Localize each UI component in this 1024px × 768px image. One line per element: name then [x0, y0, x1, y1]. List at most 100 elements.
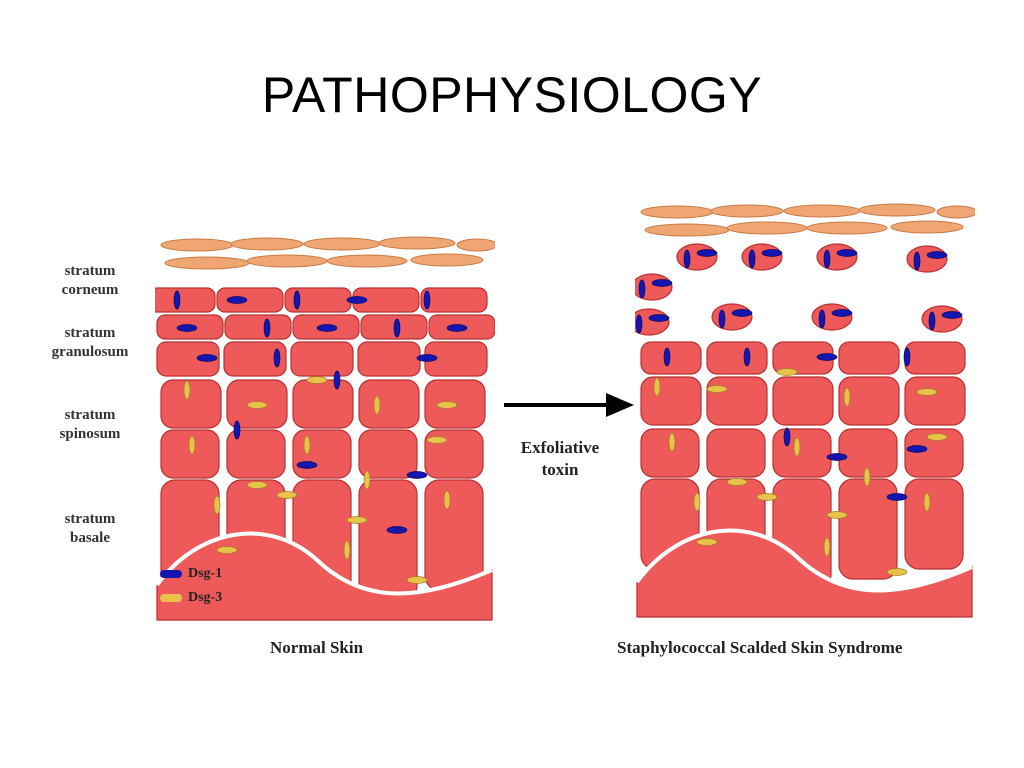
dsg1-junction	[941, 311, 963, 319]
keratinocyte-cell	[904, 341, 966, 375]
dsg3-junction	[443, 490, 451, 510]
keratinocyte-cell	[156, 341, 220, 377]
dsg1-junction	[696, 249, 718, 257]
dsg1-junction	[273, 348, 281, 368]
caption-ssss: Staphylococcal Scalded Skin Syndrome	[617, 638, 903, 657]
dsg1-junction	[386, 526, 408, 534]
legend-dsg1-label: Dsg-1	[188, 566, 223, 581]
dsg3-junction	[926, 433, 948, 441]
detached-cell-cluster	[741, 243, 783, 271]
detached-cell-cluster	[921, 305, 963, 333]
keratinocyte-cell	[424, 479, 484, 591]
detached-cell-cluster	[816, 243, 858, 271]
dsg1-junction	[393, 318, 401, 338]
dsg3-junction	[668, 432, 676, 452]
dsg1-junction	[416, 354, 438, 362]
dsg1-junction	[651, 279, 673, 287]
keratinocyte-cell	[216, 287, 284, 313]
slide-title: PATHOPHYSIOLOGY	[261, 67, 763, 123]
corneocyte-flake	[160, 238, 234, 252]
dsg3-junction	[363, 470, 371, 490]
dsg1-junction	[423, 290, 431, 310]
keratinocyte-cell	[160, 379, 222, 429]
keratinocyte-cell	[223, 341, 287, 377]
legend-dsg1: Dsg-1	[160, 566, 222, 582]
keratinocyte-cell	[904, 376, 966, 426]
basement-membrane	[635, 528, 973, 593]
dsg1-junction	[831, 309, 853, 317]
dsg1-junction	[263, 318, 271, 338]
dsg3-swatch	[160, 594, 182, 602]
dsg3-junction	[726, 478, 748, 486]
dsg1-junction	[818, 309, 826, 329]
dsg1-junction	[913, 251, 921, 271]
keratinocyte-cell	[290, 341, 354, 377]
dsg1-junction	[826, 453, 848, 461]
dsg3-junction	[276, 491, 298, 499]
keratinocyte-cell	[838, 376, 900, 426]
dsg1-junction	[293, 290, 301, 310]
dsg1-junction	[926, 251, 948, 259]
corneocyte-flake	[726, 221, 808, 235]
arrow-icon	[504, 393, 634, 417]
dsg3-junction	[343, 540, 351, 560]
dsg1-junction	[816, 353, 838, 361]
keratinocyte-cell	[358, 429, 418, 479]
dsg1-junction	[743, 347, 751, 367]
corneocyte-flake	[456, 238, 495, 252]
detached-cell-cluster	[676, 243, 718, 271]
dsg1-swatch	[160, 570, 182, 578]
dsg3-junction	[923, 492, 931, 512]
dsg3-junction	[346, 516, 368, 524]
basement-membrane	[155, 531, 493, 596]
dsg3-junction	[406, 576, 428, 584]
dsg1-junction	[906, 445, 928, 453]
keratinocyte-cell	[640, 341, 702, 375]
corneocyte-flake	[303, 237, 381, 251]
keratinocyte-cell	[904, 478, 964, 570]
corneocyte-flake	[890, 220, 964, 234]
dsg3-junction	[188, 435, 196, 455]
dsg3-junction	[693, 492, 701, 512]
dsg1-junction	[635, 314, 643, 334]
label-stratum-spinosum: stratum spinosum	[59, 407, 121, 442]
dsg1-junction	[173, 290, 181, 310]
dsg3-junction	[213, 495, 221, 515]
dsg1-junction	[903, 347, 911, 367]
label-stratum-corneum: stratum corneum	[61, 263, 119, 298]
dsg3-junction	[916, 388, 938, 396]
keratinocyte-cell	[772, 376, 834, 426]
dsg3-junction	[653, 377, 661, 397]
keratinocyte-cell	[155, 287, 216, 313]
keratinocyte-cell	[357, 341, 421, 377]
dsg3-junction	[826, 511, 848, 519]
dsg1-junction	[836, 249, 858, 257]
keratinocyte-cell	[640, 376, 702, 426]
keratinocyte-cell	[358, 379, 420, 429]
dsg3-junction	[306, 376, 328, 384]
dsg3-junction	[696, 538, 718, 546]
keratinocyte-cell	[706, 376, 768, 426]
corneocyte-flake	[246, 254, 328, 268]
corneocyte-flake	[230, 237, 304, 251]
dsg1-junction	[748, 249, 756, 269]
dsg1-junction	[333, 370, 341, 390]
dsg1-junction	[761, 249, 783, 257]
dsg1-junction	[886, 493, 908, 501]
normal-skin-diagram	[155, 236, 495, 621]
caption-normal-skin: Normal Skin	[270, 638, 364, 657]
dsg1-junction	[928, 311, 936, 331]
label-stratum-basale: stratum basale	[64, 511, 116, 546]
dsg1-junction	[346, 296, 368, 304]
keratinocyte-cell	[706, 428, 766, 478]
dsg1-junction	[648, 314, 670, 322]
legend-dsg3: Dsg-3	[160, 590, 222, 606]
dsg3-junction	[706, 385, 728, 393]
dsg1-junction	[823, 249, 831, 269]
dsg3-junction	[793, 437, 801, 457]
keratinocyte-cell	[226, 429, 286, 479]
keratinocyte-cell	[160, 429, 220, 479]
corneocyte-flake	[710, 204, 784, 218]
dsg1-junction	[718, 309, 726, 329]
keratinocyte-cell	[224, 314, 292, 340]
